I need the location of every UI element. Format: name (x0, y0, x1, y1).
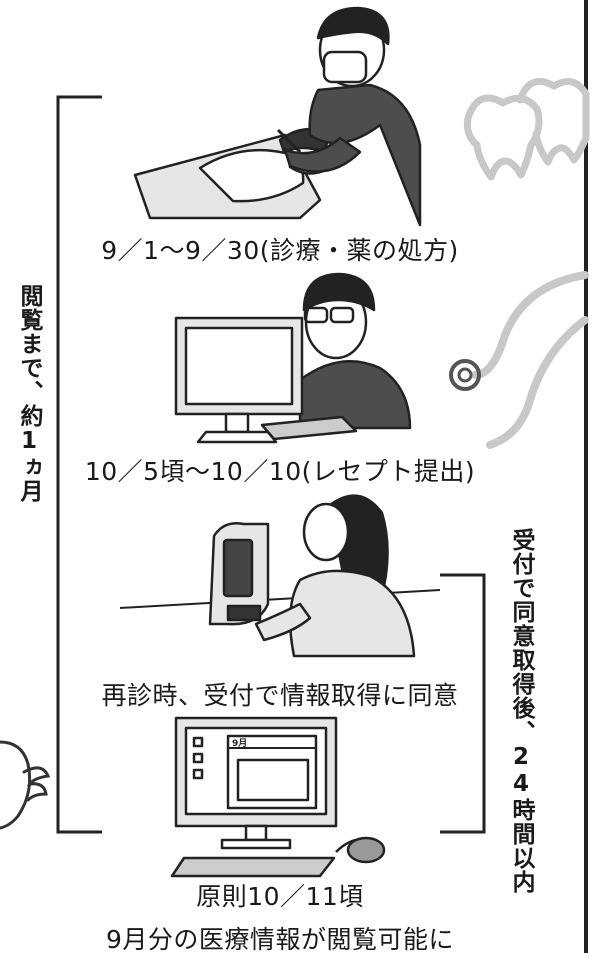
left-bracket-label: 閲覧まで、約1ヵ月 (16, 284, 42, 503)
step-2-caption: 10／5頃〜10／10(レセプト提出) (84, 457, 476, 486)
stethoscope-icon (449, 271, 589, 449)
left-bracket (56, 95, 102, 834)
reception-terminal-illustration (119, 494, 441, 658)
step-1-caption: 9／1〜9／30(診療・薬の処方) (101, 236, 459, 265)
bird-icon (0, 740, 51, 830)
step-3-caption: 再診時、受付で情報取得に同意 (101, 681, 459, 710)
office-worker-illustration (174, 272, 412, 444)
step-4-caption: 原則10／11頃 (196, 882, 364, 911)
dentist-treatment-illustration (133, 6, 422, 227)
tooth-icon (463, 77, 590, 181)
screen-month-label: 9月 (232, 738, 247, 749)
step-4-caption-line2: 9月分の医療情報が閲覧可能に (106, 925, 454, 954)
right-bracket-label: 受付で同意取得後、24時間以内 (508, 528, 534, 894)
medical-records-monitor-illustration (170, 716, 386, 878)
right-bracket (440, 573, 486, 834)
